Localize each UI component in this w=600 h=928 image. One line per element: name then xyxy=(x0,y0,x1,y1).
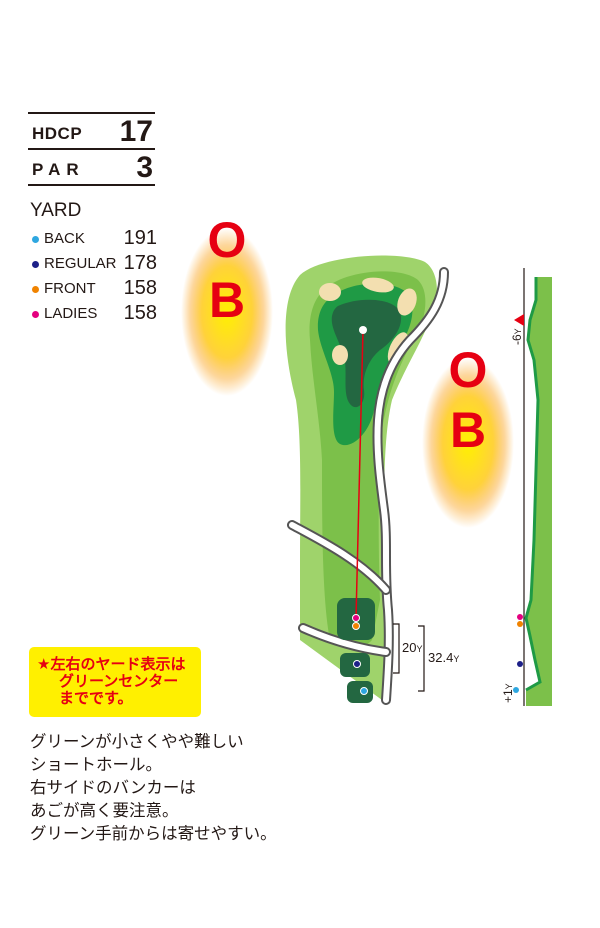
description-line: 右サイドのバンカーは xyxy=(30,779,196,797)
elevation-tee-label: +1Y xyxy=(501,683,515,703)
hole-info: HDCP 17 PAR 3 xyxy=(28,112,155,186)
bunker xyxy=(397,288,417,316)
note-box: ★左右のヤード表示は グリーンセンター までです。 xyxy=(29,647,201,717)
bunker xyxy=(319,283,341,301)
distance-bracket-32 xyxy=(418,625,425,692)
divider xyxy=(28,112,155,114)
tee-box-back xyxy=(347,681,373,703)
par-row: PAR 3 xyxy=(28,150,155,184)
description-line: あごが高く要注意。 xyxy=(30,802,179,820)
green-center-area xyxy=(331,299,402,408)
tee-yards: 158 xyxy=(123,302,157,324)
par-value: 3 xyxy=(136,151,153,184)
elevation-green-label: -6Y xyxy=(510,328,524,345)
divider xyxy=(28,184,155,186)
tee-regular-marker xyxy=(353,660,361,668)
description-line: ショートホール。 xyxy=(30,756,162,774)
tee-row-regular: REGULAR 178 xyxy=(30,252,157,280)
pin-flag xyxy=(514,314,524,326)
par-label: PAR xyxy=(32,160,85,179)
cart-path-branch xyxy=(289,522,389,593)
tee-ladies-dot xyxy=(32,311,39,318)
ob-left-glow xyxy=(181,228,273,396)
note-line: ★左右のヤード表示は xyxy=(37,656,186,673)
distance-bracket-20 xyxy=(393,623,400,674)
ob-right-glow xyxy=(422,358,514,528)
note-line: グリーンセンター xyxy=(59,673,179,690)
hdcp-row: HDCP 17 xyxy=(28,114,155,148)
distance-20-label: 20Y xyxy=(402,640,422,655)
elevation-tee-marker xyxy=(513,687,519,693)
ob-left-label: OB xyxy=(199,212,255,332)
tee-name: FRONT xyxy=(44,280,96,297)
tee-row-ladies: LADIES 158 xyxy=(30,302,157,330)
cart-path-branch xyxy=(300,625,389,655)
tee-front-marker xyxy=(352,622,360,630)
tee-row-back: BACK 191 xyxy=(30,227,157,255)
divider xyxy=(28,148,155,150)
hdcp-label: HDCP xyxy=(32,124,83,143)
elevation-tee-marker xyxy=(517,614,523,620)
description-line: グリーンが小さくやや難しい xyxy=(30,733,244,751)
tee-ladies-marker xyxy=(352,614,360,622)
tee-list: BACK 191 REGULAR 178 FRONT 158 LADIES 15… xyxy=(30,227,157,330)
tee-name: BACK xyxy=(44,230,85,247)
tee-yards: 158 xyxy=(123,277,157,299)
tee-name: REGULAR xyxy=(44,255,117,272)
elevation-tee-marker xyxy=(517,661,523,667)
tee-name: LADIES xyxy=(44,305,98,322)
distance-32-label: 32.4Y xyxy=(428,650,459,665)
green-center-marker xyxy=(359,326,367,334)
hole-description: グリーンが小さくやや難しい ショートホール。 右サイドのバンカーは あごが高く要… xyxy=(30,731,277,846)
hdcp-value: 17 xyxy=(119,115,153,148)
tee-yards: 191 xyxy=(123,227,157,249)
tee-yards: 178 xyxy=(123,252,157,274)
cart-path xyxy=(374,269,447,703)
tee-back-dot xyxy=(32,236,39,243)
tee-back-marker xyxy=(360,687,368,695)
elevation-profile-line xyxy=(524,277,542,692)
description-line: グリーン手前からは寄せやすい。 xyxy=(30,825,277,843)
aim-line xyxy=(355,329,364,619)
ob-right-label: OB xyxy=(440,342,496,462)
bunker xyxy=(362,277,394,293)
tee-regular-dot xyxy=(32,261,39,268)
elevation-tee-marker xyxy=(517,621,523,627)
tee-row-front: FRONT 158 xyxy=(30,277,157,305)
note-line: までです。 xyxy=(59,690,133,707)
yard-title: YARD xyxy=(30,200,82,221)
tee-front-dot xyxy=(32,286,39,293)
bunker xyxy=(332,345,348,365)
